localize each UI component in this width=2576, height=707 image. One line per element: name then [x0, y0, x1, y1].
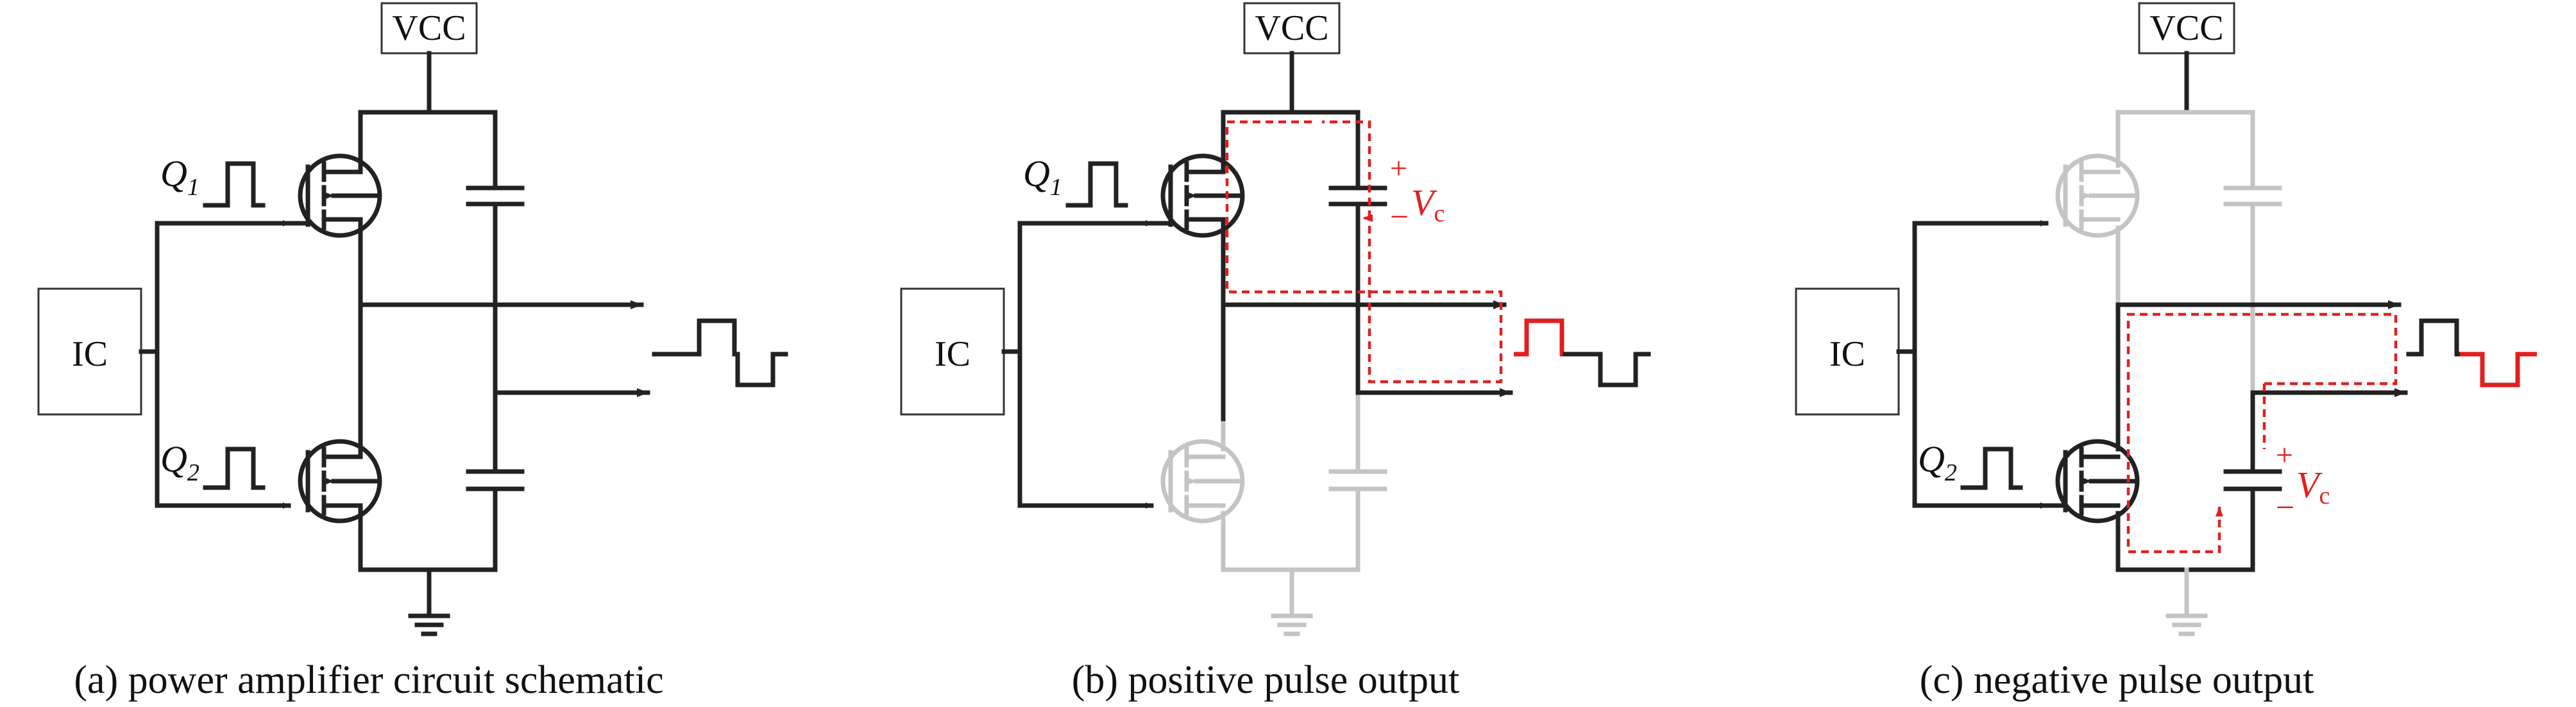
ic-label: IC — [935, 334, 970, 374]
ground-symbol — [2165, 613, 2208, 636]
vc-minus: − — [1390, 199, 1409, 235]
vc-plus: + — [2276, 438, 2293, 472]
panel-b: VCC IC Q1 — [900, 2, 1651, 702]
q1-label: Q1 — [160, 153, 199, 201]
vcc-box — [2138, 2, 2235, 55]
vc-plus: + — [1390, 151, 1407, 185]
output-waveform — [652, 318, 788, 388]
ic-box — [1795, 287, 1900, 416]
ic-box — [900, 287, 1005, 416]
vc-label: Vc — [1411, 182, 1445, 227]
panel-a: VCC IC — [37, 2, 788, 702]
vcc-label: VCC — [392, 8, 466, 48]
q2-pulse — [203, 447, 266, 490]
vc-label: Vc — [2296, 464, 2330, 509]
mosfet-q1 — [1149, 153, 1245, 238]
mosfet-q1 — [286, 153, 382, 238]
q2-label: Q2 — [160, 438, 199, 486]
current-flow-return — [1322, 120, 1371, 218]
ic-box — [37, 287, 142, 416]
output-waveform-positive — [2406, 318, 2462, 357]
vcc-box — [380, 2, 478, 55]
q1-pulse — [203, 161, 266, 208]
caption-a: (a) power amplifier circuit schematic — [74, 658, 663, 702]
output-waveform-negative — [1563, 352, 1651, 388]
vcc-label: VCC — [2149, 8, 2223, 48]
output-waveform-negative — [2460, 352, 2537, 388]
q1-pulse — [1065, 161, 1128, 208]
output-waveform-positive — [1514, 318, 1565, 357]
q1-label: Q1 — [1023, 153, 1062, 201]
mosfet-q1-inactive — [2055, 153, 2140, 238]
mosfet-q2 — [2044, 439, 2140, 524]
current-flow-path — [1225, 120, 1503, 384]
q2-pulse — [1960, 447, 2023, 490]
current-flow-path — [2126, 312, 2398, 554]
vcc-label: VCC — [1255, 8, 1328, 48]
mosfet-q2-inactive — [1160, 439, 1245, 524]
caption-c: (c) negative pulse output — [1920, 658, 2314, 702]
ic-label: IC — [1829, 334, 1865, 374]
vc-minus: − — [2276, 490, 2294, 526]
ground-symbol — [408, 613, 450, 636]
ground-symbol — [1271, 613, 1313, 636]
caption-b: (b) positive pulse output — [1072, 658, 1459, 702]
ic-label: IC — [72, 334, 108, 374]
panel-c: VCC IC Q2 — [1795, 2, 2537, 702]
mosfet-q2 — [298, 439, 382, 524]
q2-label: Q2 — [1918, 438, 1957, 486]
